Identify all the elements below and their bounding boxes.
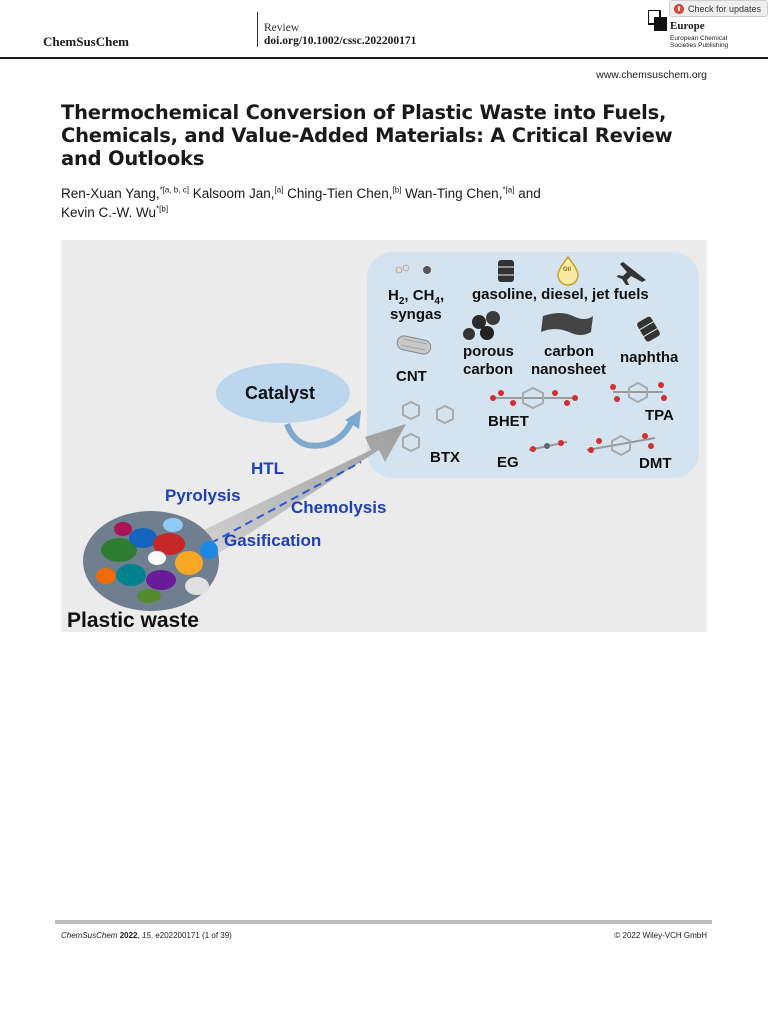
citation-line: ChemSusChem 2022, 15, e202200171 (1 of 3… bbox=[61, 931, 232, 940]
naphtha-barrel-icon bbox=[637, 316, 660, 342]
publisher-subtitle: European Chemical Societies Publishing bbox=[670, 35, 729, 49]
conversion-arrow bbox=[191, 424, 406, 562]
author-affiliation: *[b] bbox=[156, 204, 169, 214]
check-for-updates-button[interactable]: Check for updates bbox=[669, 0, 768, 17]
author-name[interactable]: Kevin C.-W. Wu bbox=[61, 205, 157, 220]
oil-drop-icon bbox=[557, 255, 579, 286]
doi-link[interactable]: doi.org/10.1002/cssc.202200171 bbox=[264, 35, 417, 47]
carbon-nanosheet-label-1: carbon bbox=[544, 343, 595, 360]
author-conjunction: and bbox=[518, 186, 541, 201]
carbon-nanosheet-label-2: nanosheet bbox=[531, 361, 607, 378]
figure-graphics bbox=[83, 252, 699, 611]
naphtha-label: naphtha bbox=[620, 349, 679, 366]
plastic-waste-image bbox=[83, 511, 219, 611]
article-title: Thermochemical Conversion of Plastic Was… bbox=[61, 101, 673, 170]
porous-carbon-label-2: carbon bbox=[463, 361, 514, 378]
eg-molecule-icon bbox=[528, 440, 568, 452]
dmt-molecule-icon bbox=[586, 433, 656, 457]
author-affiliation: [a] bbox=[274, 185, 284, 195]
porous-carbon-label-1: porous bbox=[463, 343, 514, 360]
catalyst-bubble bbox=[216, 363, 350, 423]
journal-website-link[interactable]: www.chemsuschem.org bbox=[596, 69, 707, 81]
dmt-label: DMT bbox=[639, 455, 672, 472]
btx-molecules-icon bbox=[402, 400, 454, 453]
journal-name: ChemSusChem bbox=[43, 34, 129, 49]
footer-rule bbox=[55, 920, 712, 924]
oil-badge: Oil bbox=[563, 267, 572, 273]
publisher-logo-icon bbox=[648, 10, 667, 31]
gases-label: H2, CH4, bbox=[388, 287, 445, 307]
author-name[interactable]: Kalsoom Jan, bbox=[192, 186, 275, 201]
gas-molecules-icon bbox=[395, 262, 436, 280]
author-affiliation: *[a, b, c] bbox=[159, 185, 189, 195]
catalyst-label: Catalyst bbox=[245, 383, 316, 403]
fuels-label: gasoline, diesel, jet fuels bbox=[472, 286, 649, 303]
publisher-name: Europe bbox=[670, 20, 705, 32]
carbon-nanotube-icon bbox=[396, 335, 432, 355]
fuel-barrel-icon bbox=[498, 260, 514, 282]
gasification-label: Gasification bbox=[224, 531, 322, 550]
tpa-label: TPA bbox=[645, 407, 674, 424]
check-updates-label: Check for updates bbox=[688, 3, 762, 14]
catalyst-cycle-arrow bbox=[284, 416, 356, 449]
bhet-molecule-icon bbox=[490, 386, 578, 410]
author-name[interactable]: Wan-Ting Chen, bbox=[405, 186, 503, 201]
airplane-icon bbox=[617, 262, 646, 285]
author-list: Ren-Xuan Yang,*[a, b, c] Kalsoom Jan,[a]… bbox=[61, 184, 701, 222]
article-type: Review bbox=[264, 22, 300, 34]
tpa-molecule-icon bbox=[610, 381, 667, 404]
pyrolysis-label: Pyrolysis bbox=[165, 486, 241, 505]
cnt-label: CNT bbox=[396, 368, 427, 385]
eg-label: EG bbox=[497, 454, 519, 471]
author-affiliation: *[a] bbox=[502, 185, 515, 195]
chemolysis-label: Chemolysis bbox=[291, 498, 387, 517]
graphical-abstract: H2, CH4, syngas gasoline, diesel, jet fu… bbox=[61, 240, 707, 632]
author-name[interactable]: Ren-Xuan Yang, bbox=[61, 186, 160, 201]
bhet-label: BHET bbox=[488, 413, 529, 430]
carbon-nanosheet-icon bbox=[541, 313, 593, 335]
porous-carbon-icon bbox=[463, 311, 500, 340]
author-affiliation: [b] bbox=[392, 185, 402, 195]
copyright-notice: © 2022 Wiley-VCH GmbH bbox=[614, 931, 707, 940]
syngas-label: syngas bbox=[390, 306, 442, 323]
plastic-waste-label: Plastic waste bbox=[67, 609, 199, 632]
author-name[interactable]: Ching-Tien Chen, bbox=[287, 186, 393, 201]
check-updates-icon bbox=[674, 3, 684, 14]
btx-label: BTX bbox=[430, 449, 460, 466]
htl-label: HTL bbox=[251, 459, 285, 478]
header-divider bbox=[257, 12, 258, 47]
header-rule bbox=[0, 57, 768, 59]
